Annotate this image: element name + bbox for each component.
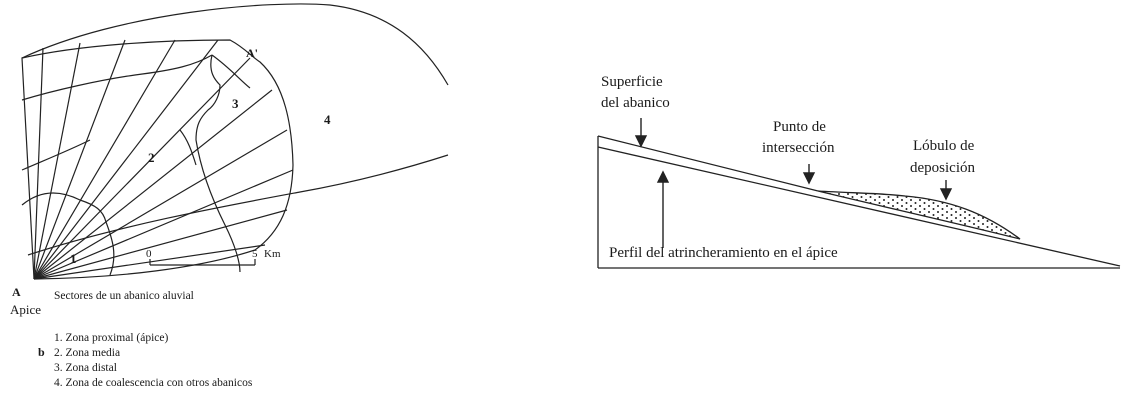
intersection-label-line1: Punto de (773, 119, 826, 135)
legend-title: Sectores de un abanico aluvial (54, 290, 194, 302)
radial-lines (33, 39, 294, 280)
zone-arc-1 (21, 192, 115, 276)
lobe-label-line2: deposición (910, 160, 975, 176)
point-a-prime-label: A' (246, 46, 258, 60)
zone-arc-4 (195, 54, 241, 273)
zone-arc-5 (211, 54, 251, 89)
scale-start-label: 0 (146, 248, 152, 260)
lobe-label-line1: Lóbulo de (913, 138, 975, 154)
fan-profile (597, 135, 1121, 269)
zone-arc-3 (21, 139, 91, 171)
zone-4-label: 4 (324, 112, 331, 127)
zone-arc-2 (21, 54, 213, 101)
scale-end-label: 5 (252, 248, 258, 260)
trench-label: Perfil del atrincheramiento en el ápice (609, 245, 838, 261)
fan-surface-line (597, 135, 819, 192)
intersection-label-line2: intersección (762, 140, 835, 156)
alluvial-fan-map (21, 3, 449, 280)
legend-item-3: 3. Zona distal (54, 362, 117, 374)
zone-arc-6 (179, 129, 197, 166)
point-a-label: A (12, 285, 21, 299)
trench-profile-line (597, 146, 1121, 267)
panel-letter: b (38, 345, 45, 359)
apex-label: Apice (10, 302, 41, 317)
legend-item-2: 2. Zona media (54, 347, 120, 359)
surface-arrow-head (634, 135, 648, 148)
legend-item-1: 1. Zona proximal (ápice) (54, 332, 168, 344)
lobe-arrow-head (939, 188, 953, 201)
fan-outer-boundary (21, 3, 449, 256)
intersection-arrow-head (802, 172, 816, 185)
scale-bar (149, 259, 256, 266)
zone-1-label: 1 (70, 251, 77, 266)
zone-3-label: 3 (232, 96, 239, 111)
scale-unit-label: Km (264, 248, 281, 260)
legend-item-4: 4. Zona de coalescencia con otros abanic… (54, 377, 253, 389)
zone-2-label: 2 (148, 150, 155, 165)
fan-boundary (21, 39, 294, 280)
surface-label-line1: Superficie (601, 74, 663, 90)
surface-label-line2: del abanico (601, 95, 670, 111)
depositional-lobe (817, 190, 1021, 240)
trench-arrow-head (656, 170, 670, 183)
profile-arrows (634, 118, 953, 248)
